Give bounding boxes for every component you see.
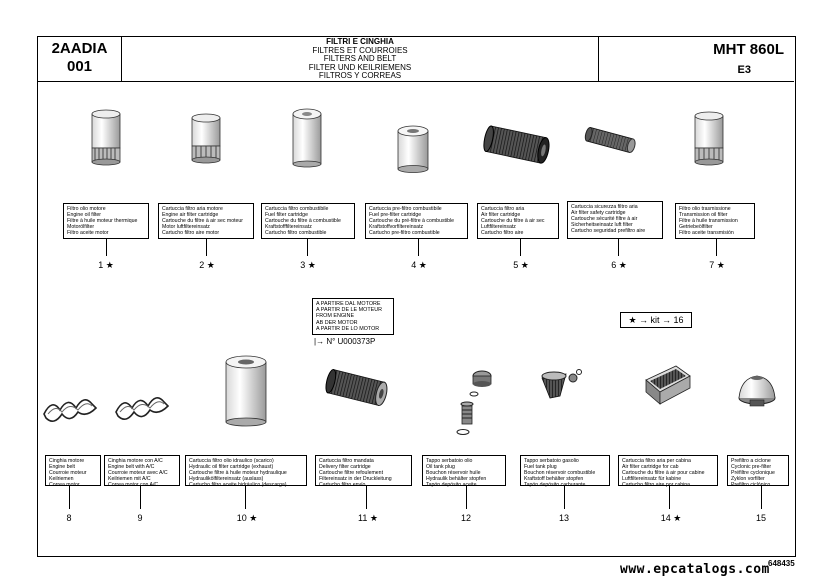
delivery-filter-icon	[325, 369, 388, 407]
kit-reference: ★ → kit → 16	[620, 312, 692, 328]
oil-filter-icon	[191, 113, 221, 164]
part-number: 8	[66, 513, 72, 523]
part-number: 5 ★	[513, 260, 529, 270]
part-number: 9	[137, 513, 143, 523]
document-id: 648435	[768, 559, 795, 568]
part-number: 12	[460, 513, 471, 523]
leader-line	[716, 238, 717, 256]
hydraulic-filter-icon	[225, 355, 267, 427]
leader-line	[520, 238, 521, 256]
part-description: Cartuccia filtro olio idraulico (scarico…	[185, 455, 307, 488]
page-code-cell: 2AADIA 001	[38, 37, 122, 81]
oil-plug-icon	[456, 370, 492, 435]
model-cell: MHT 860L E3	[599, 37, 794, 81]
page-title-es: FILTROS Y CORREAS	[318, 71, 402, 80]
page-title-cell: FILTRI E CINGHIA FILTRES ET COURROIES FI…	[122, 37, 599, 81]
part-number: 11 ★	[358, 513, 378, 523]
leader-line	[564, 485, 565, 509]
oil-filter-icon	[91, 109, 121, 166]
belt-icon	[115, 397, 170, 420]
part-number: 7 ★	[709, 260, 725, 270]
part-number: 10 ★	[236, 513, 258, 523]
page-title-it: FILTRI E CINGHIA	[326, 37, 394, 46]
model-name: MHT 860L	[713, 41, 784, 58]
part-number: 1 ★	[98, 260, 114, 270]
oil-filter-icon	[694, 111, 724, 166]
air-filter-icon	[483, 125, 550, 164]
leader-line	[307, 238, 308, 256]
group-code: 2AADIA	[51, 40, 108, 57]
leader-line	[669, 485, 670, 509]
serial-number: |→ N° U000373P	[314, 337, 376, 346]
part-number: 4 ★	[411, 260, 427, 270]
leader-line	[245, 485, 246, 509]
belt-icon	[43, 399, 98, 422]
watermark: www.epcatalogs.com	[620, 562, 770, 577]
part-number: 3 ★	[300, 260, 316, 270]
catalog-sheet: 2AADIA 001 FILTRI E CINGHIA FILTRES ET C…	[37, 36, 796, 557]
page-title-de: FILTER UND KEILRIEMENS	[308, 62, 412, 72]
part-number: 15	[755, 513, 766, 523]
leader-line	[106, 238, 107, 256]
part-number: 13	[558, 513, 569, 523]
arrow-right-icon: |→	[314, 337, 325, 346]
page-number: 001	[66, 58, 93, 75]
leader-line	[618, 238, 619, 256]
cabin-filter-icon	[645, 365, 691, 405]
model-variant: E3	[737, 64, 751, 76]
fuel-prefilter-icon	[397, 125, 429, 173]
part-number: 14 ★	[660, 513, 682, 523]
page-title-fr: FILTRES ET COURROIES	[312, 45, 408, 55]
fuel-filter-icon	[292, 108, 322, 168]
page-title-en: FILTERS AND BELT	[323, 54, 397, 63]
part-number: 2 ★	[199, 260, 215, 270]
fuel-plug-icon	[541, 369, 582, 399]
part-number: 6 ★	[611, 260, 627, 270]
leader-line	[366, 485, 367, 509]
leader-line	[140, 485, 141, 509]
cyclonic-prefilter-icon	[738, 375, 776, 407]
leader-line	[69, 485, 70, 509]
leader-line	[418, 238, 419, 256]
leader-line	[206, 238, 207, 256]
safety-filter-icon	[584, 127, 636, 154]
leader-line	[466, 485, 467, 509]
page-header: 2AADIA 001 FILTRI E CINGHIA FILTRES ET C…	[38, 37, 794, 82]
leader-line	[761, 485, 762, 509]
